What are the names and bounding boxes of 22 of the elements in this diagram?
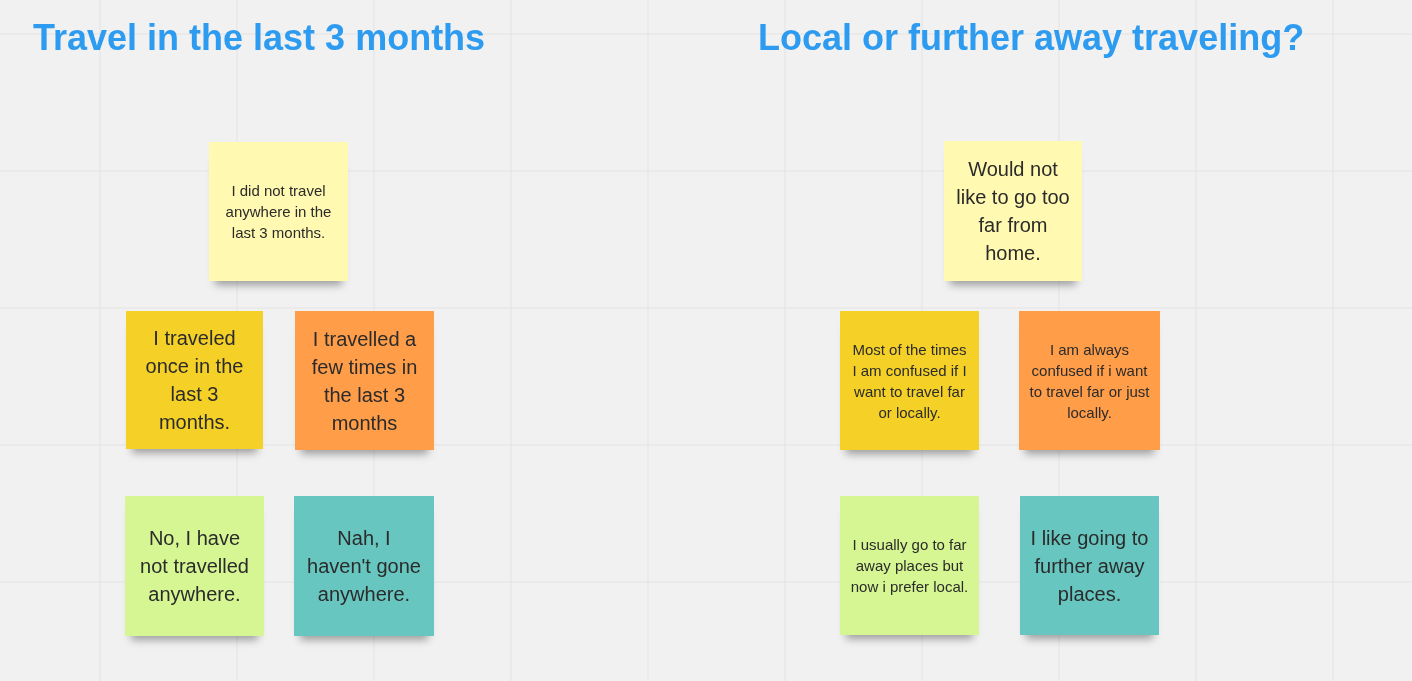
sticky-note <box>209 142 348 281</box>
sticky-note <box>1019 311 1160 450</box>
note-text: I like going to further away places. <box>1030 525 1149 607</box>
note-text: I traveled once in the last 3 months. <box>144 326 245 435</box>
note-text: I did not travel anywhere in the last 3 months. <box>224 181 333 243</box>
sticky-note <box>1020 496 1159 635</box>
note-text: I usually go to far away places but now i prefer local. <box>850 535 969 597</box>
sticky-note <box>840 496 979 635</box>
sticky-note <box>125 496 264 636</box>
note-text: I am always confused if i want to travel far or just locally. <box>1029 339 1150 423</box>
heading: Travel in the last 3 months <box>33 17 486 59</box>
note-text: No, I have not travelled anywhere. <box>139 526 250 607</box>
note-text: I travelled a few times in the last 3 months <box>310 326 419 436</box>
sticky-note <box>944 141 1082 281</box>
sticky-note <box>840 311 979 450</box>
sticky-note <box>295 311 434 450</box>
note-text: Most of the times I am confused if I want to travel far or locally. <box>851 339 968 423</box>
note-text: Nah, I haven't gone anywhere. <box>306 526 422 607</box>
sticky-note <box>126 311 263 449</box>
note-text: Would not like to go too far from home. <box>955 157 1071 266</box>
sticky-note <box>294 496 434 636</box>
heading: Local or further away traveling? <box>758 17 1305 59</box>
